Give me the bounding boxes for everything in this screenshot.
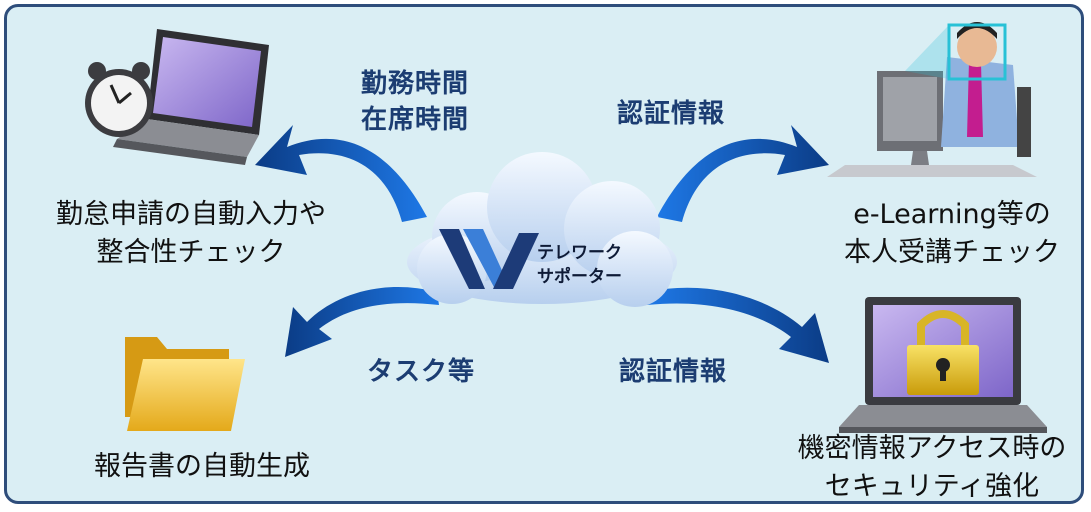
diagram-panel: 勤務時間 在席時間 認証情報 タスク等 認証情報 テレワーク サポーター 勤怠申… — [4, 4, 1084, 504]
arrow-to-top-left — [255, 125, 427, 222]
laptop-clock-icon — [85, 29, 269, 165]
label-presence-time: 在席時間 — [361, 105, 470, 135]
arrow-to-bottom-right — [647, 287, 829, 363]
caption-attendance-line-2: 整合性チェック — [96, 237, 286, 268]
brand-line-1: テレワーク — [537, 243, 622, 263]
arrow-to-bottom-left — [285, 286, 439, 357]
caption-security-line-1: 機密情報アクセス時の — [797, 433, 1067, 464]
caption-security-line-2: セキュリティ強化 — [824, 471, 1040, 502]
folder-icon — [125, 337, 245, 431]
label-tasks: タスク等 — [367, 357, 476, 387]
label-auth-info-top: 認証情報 — [617, 99, 726, 129]
diagram-graphics — [85, 22, 1047, 433]
label-auth-info-bottom: 認証情報 — [619, 357, 728, 387]
label-work-time: 勤務時間 — [361, 69, 470, 99]
laptop-lock-icon — [839, 297, 1047, 433]
caption-report: 報告書の自動生成 — [94, 451, 310, 482]
caption-elearning-line-2: 本人受講チェック — [844, 237, 1060, 268]
arrow-to-top-right — [657, 125, 829, 222]
brand-line-2: サポーター — [537, 267, 622, 287]
caption-elearning-line-1: e-Learning等の — [853, 199, 1051, 230]
caption-attendance-line-1: 勤怠申請の自動入力や — [56, 199, 326, 230]
person-face-recognition-icon — [827, 22, 1037, 177]
w-logo-icon — [439, 229, 539, 289]
